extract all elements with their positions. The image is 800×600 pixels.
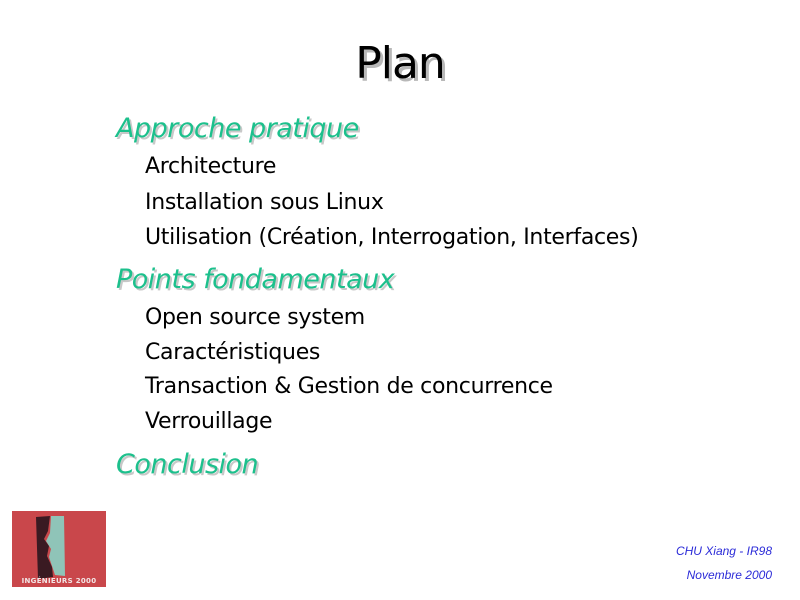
list-item: Installation sous Linux bbox=[145, 190, 384, 215]
logo-text: INGÉNIEURS 2000 bbox=[21, 577, 97, 585]
faces-logo-icon bbox=[36, 516, 65, 579]
list-item: Open source system bbox=[145, 305, 365, 330]
section-heading-approche: Approche pratique bbox=[116, 113, 359, 144]
section-heading-points: Points fondamentaux bbox=[116, 264, 395, 295]
slide-title: Plan bbox=[355, 38, 446, 89]
list-item: Architecture bbox=[145, 154, 277, 179]
section-heading-conclusion: Conclusion bbox=[116, 449, 259, 480]
list-item: Caractéristiques bbox=[145, 340, 321, 365]
logo: INGÉNIEURS 2000 bbox=[12, 511, 106, 587]
list-item: Utilisation (Création, Interrogation, In… bbox=[145, 225, 639, 250]
list-item: Transaction & Gestion de concurrence bbox=[145, 374, 553, 399]
list-item: Verrouillage bbox=[145, 409, 273, 434]
footer-date: Novembre 2000 bbox=[686, 568, 772, 582]
footer-author: CHU Xiang - IR98 bbox=[675, 544, 772, 558]
